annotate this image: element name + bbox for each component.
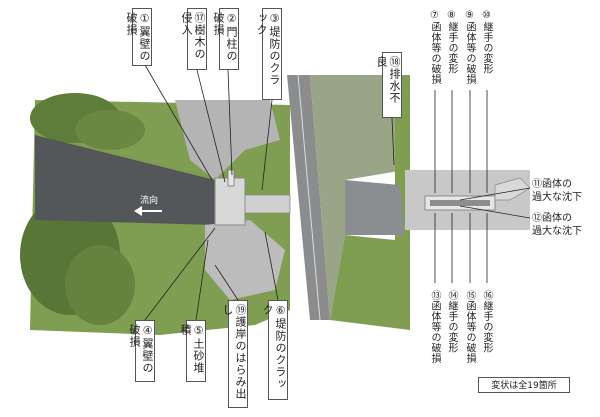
leader-12 <box>459 205 531 219</box>
label-6-levee-crack: ⑥堤防のクラック <box>261 300 288 400</box>
label-19-revetment-bulging: ⑲護岸のはらみ出し <box>221 300 248 408</box>
leader-11 <box>459 187 531 201</box>
detail-16: ⑯継手の変形 <box>481 290 492 353</box>
gate-pillar-top <box>227 169 235 187</box>
detail-8: ⑧継手の変形 <box>446 10 457 74</box>
concrete-apron-upper <box>175 100 280 180</box>
detail-12: ⑫函体の 過大な沈下 <box>532 213 582 237</box>
leader-1 <box>144 64 213 181</box>
detail-11: ⑪函体の 過大な沈下 <box>532 179 582 203</box>
tree-cluster-top-2 <box>75 110 145 150</box>
detail-10: ⑩継手の変形 <box>481 10 492 74</box>
label-4-wingwall-damage: ④翼壁の破損 <box>128 320 155 382</box>
label-18-drainage-failure: ⑱排水不良 <box>375 52 402 118</box>
leader-2 <box>227 69 233 176</box>
leader-6 <box>264 231 279 301</box>
label-1-wingwall-damage: ①翼壁の破損 <box>125 8 152 66</box>
label-5-sediment: ⑤土砂堆積 <box>179 320 206 382</box>
leader-5 <box>195 239 209 321</box>
right-slope <box>310 75 405 320</box>
label-2-gatepost-damage: ②門柱の破損 <box>212 8 239 70</box>
label-17-tree-intrusion: ⑰樹木の侵入 <box>180 8 207 70</box>
leader-17 <box>196 69 226 183</box>
road-centerline <box>297 74 321 321</box>
flow-arrow-head <box>134 206 142 216</box>
leader-4 <box>144 227 216 321</box>
detail-9: ⑨函体等の破損 <box>464 10 475 85</box>
detail-7: ⑦函体等の破損 <box>429 10 440 85</box>
leader-3 <box>261 99 273 191</box>
detail-13: ⑬函体等の破損 <box>429 290 440 364</box>
leader-18 <box>391 117 395 166</box>
culvert-top <box>244 194 291 214</box>
section-culvert-inner <box>430 200 490 206</box>
river-channel <box>35 135 215 225</box>
label-3-levee-crack: ③堤防のクラック <box>255 8 282 100</box>
section-wingwall-right <box>494 177 531 201</box>
total-count-note: 変状は全19箇所 <box>478 377 570 393</box>
leader-19 <box>214 264 239 301</box>
flow-direction-label: 流向 <box>140 196 159 206</box>
right-grass-area <box>330 75 410 330</box>
outlet-basin <box>345 180 405 235</box>
detail-14: ⑭継手の変形 <box>446 290 457 353</box>
tree-cluster-bottom-2 <box>65 245 135 325</box>
detail-15: ⑮函体等の破損 <box>464 290 475 364</box>
